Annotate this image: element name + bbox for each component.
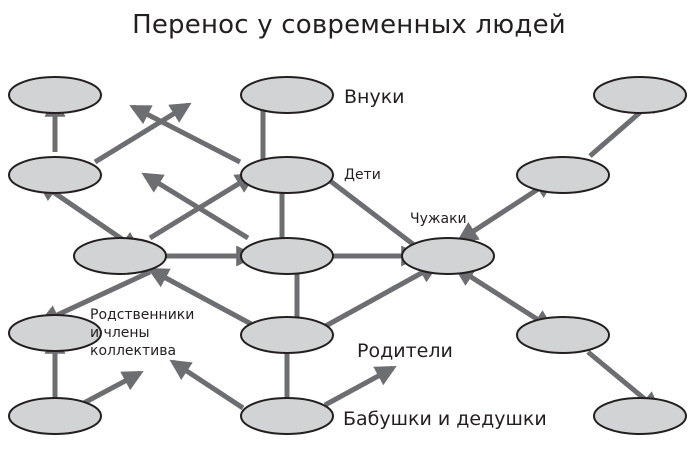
label-grandparents: Бабушки и дедушки xyxy=(343,408,547,430)
label-children: Дети xyxy=(344,167,381,183)
node-grandparents xyxy=(240,397,334,435)
node-right-second xyxy=(516,156,610,194)
label-grandchildren: Внуки xyxy=(344,86,405,108)
arrow-c4-diag xyxy=(141,172,250,241)
arrow-par-stranger xyxy=(320,262,440,331)
arrow-child-diag xyxy=(129,104,242,165)
arrow-c3-l4 xyxy=(38,269,152,325)
node-left-fourth xyxy=(8,314,102,352)
node-right-bottom xyxy=(593,397,687,435)
arrow-c3-child xyxy=(148,172,257,241)
node-parents xyxy=(240,316,334,354)
node-right-top xyxy=(593,76,687,114)
label-relatives-line-2: и члены xyxy=(90,325,150,341)
node-grandchildren xyxy=(240,76,334,114)
arrow-gp-diag-right xyxy=(323,365,397,408)
label-strangers: Чужаки xyxy=(410,211,467,227)
node-left-top xyxy=(8,76,102,114)
labels: Внуки Дети Чужаки Родственники и члены к… xyxy=(90,86,547,430)
node-strangers xyxy=(401,237,495,275)
label-relatives-line-1: Родственники xyxy=(90,307,194,323)
node-center-third xyxy=(240,237,334,275)
node-children xyxy=(240,156,334,194)
arrow-par-c3 xyxy=(147,267,255,328)
node-left-bottom xyxy=(8,397,102,435)
arrow-stranger-r3 xyxy=(453,265,555,331)
nodes xyxy=(8,76,687,435)
label-relatives-line-3: коллектива xyxy=(90,343,176,359)
arrow-l2-diag xyxy=(93,102,192,165)
node-right-third xyxy=(516,316,610,354)
arrow-gp-diag xyxy=(169,359,245,411)
label-parents: Родители xyxy=(357,340,453,362)
node-left-second xyxy=(8,156,102,194)
diagram-title: Перенос у современных людей xyxy=(132,10,566,40)
arrow-l1-diag xyxy=(80,370,144,407)
node-relatives xyxy=(73,237,167,275)
